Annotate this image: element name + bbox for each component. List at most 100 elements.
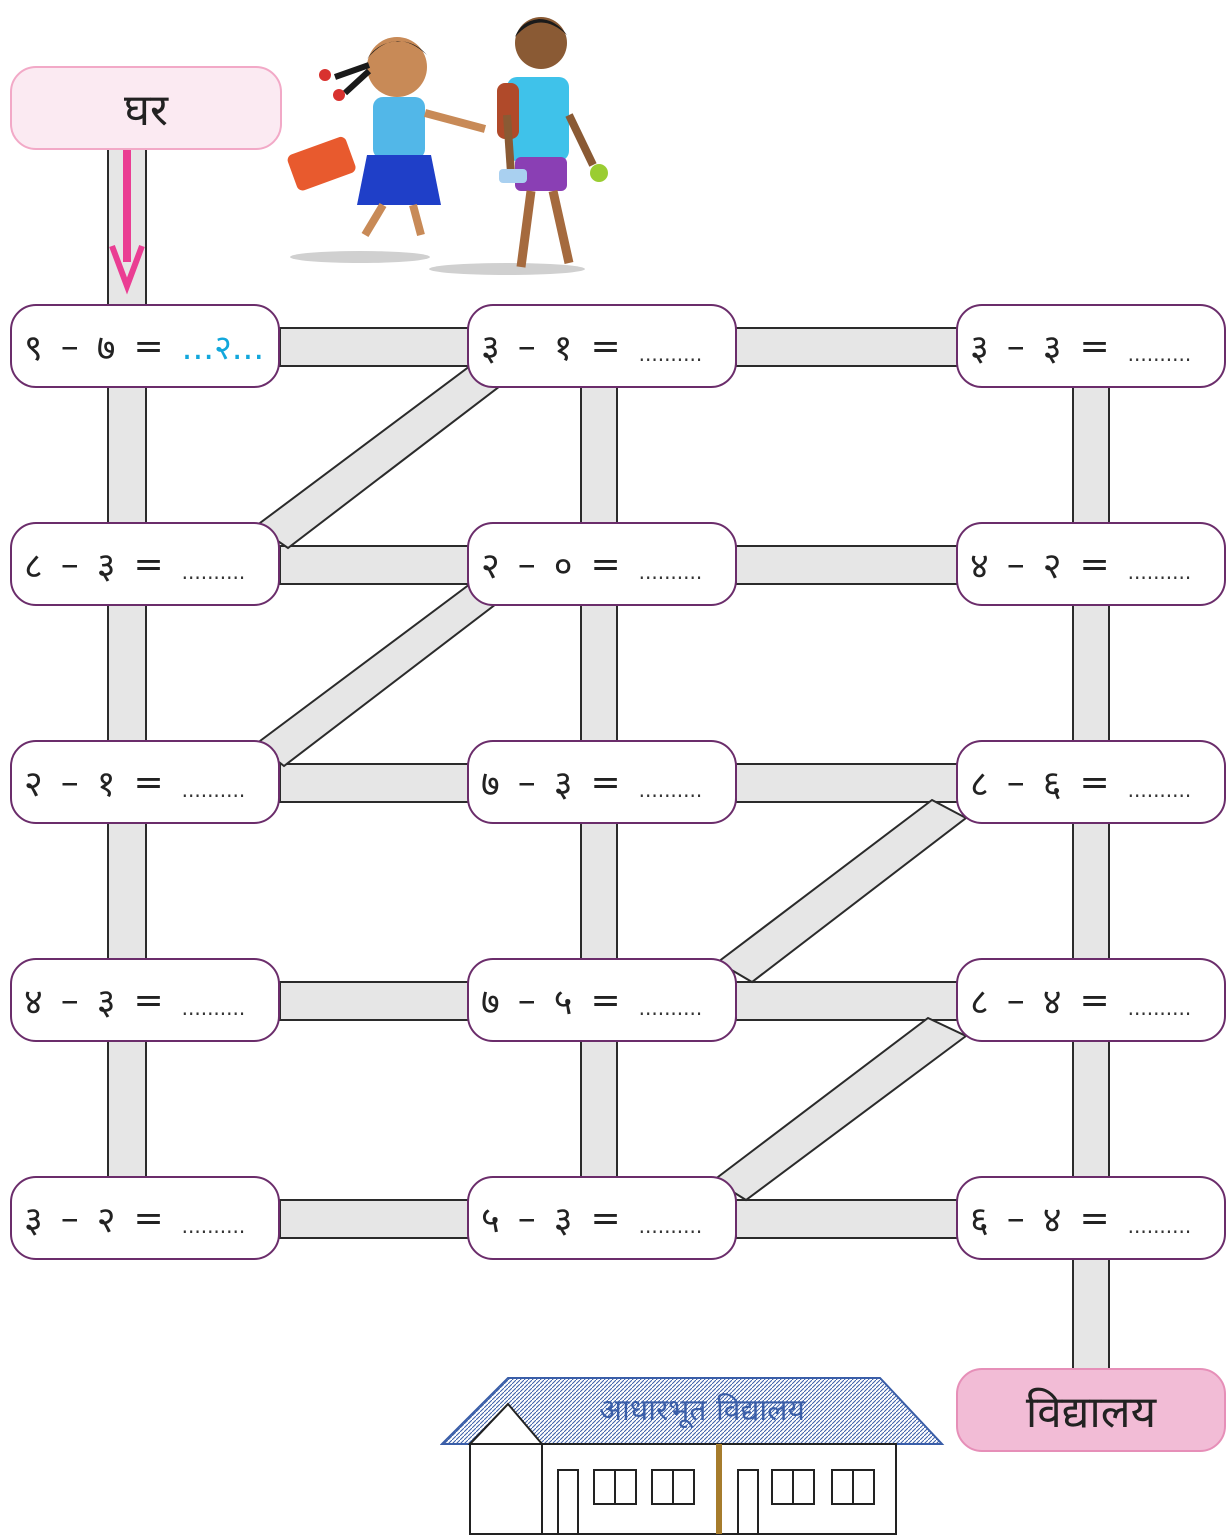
school-label: विद्यालय [956, 1368, 1226, 1452]
problem-box: ६–४=.......... [956, 1176, 1226, 1260]
problem-box: ३–३=.......... [956, 304, 1226, 388]
problem-box: ७–५=.......... [467, 958, 737, 1042]
problem-box: ८–३ =.......... [10, 522, 280, 606]
minus-sign: – [518, 326, 536, 367]
equals-sign: = [1079, 326, 1109, 367]
path-v [1073, 1040, 1109, 1180]
subtrahend: ३ [1043, 322, 1062, 371]
girl-skirt [357, 155, 441, 205]
path-v [1073, 604, 1109, 744]
minuend: २ [481, 540, 500, 589]
answer-blank[interactable]: .......... [1128, 342, 1192, 366]
minus-sign: – [61, 1198, 79, 1239]
problem-box: ८–४ =.......... [956, 958, 1226, 1042]
minus-sign: – [1007, 326, 1025, 367]
path-h [280, 328, 470, 366]
minus-sign: – [1007, 544, 1025, 585]
path-h [736, 546, 958, 584]
problem-box: ४–३=.......... [10, 958, 280, 1042]
subtrahend: १ [554, 322, 573, 371]
path-v [108, 822, 146, 962]
subtrahend: ० [554, 540, 573, 589]
equals-sign: = [133, 1198, 163, 1239]
equals-sign: = [1079, 762, 1109, 803]
answer-blank[interactable]: .......... [639, 560, 703, 584]
path-h [736, 982, 958, 1020]
equals-sign: = [133, 544, 163, 585]
answer-filled: ...२... [182, 323, 265, 369]
answer-blank[interactable]: .......... [182, 778, 246, 802]
path-h [736, 1200, 958, 1238]
path-h [280, 764, 470, 802]
boy-head [515, 17, 567, 69]
subtrahend: ४ [1043, 1194, 1062, 1243]
minus-sign: – [61, 762, 79, 803]
subtrahend: १ [97, 758, 116, 807]
subtrahend: २ [97, 1194, 116, 1243]
path-v [108, 386, 146, 526]
subtrahend: ३ [97, 540, 116, 589]
subtrahend: ६ [1043, 758, 1062, 807]
path-diag [718, 800, 966, 982]
minuend: २ [24, 758, 43, 807]
minuend: ५ [481, 1194, 500, 1243]
answer-blank[interactable]: .......... [639, 342, 703, 366]
path-v [581, 604, 617, 744]
answer-blank[interactable]: .......... [182, 996, 246, 1020]
children-walking-illustration [285, 5, 625, 290]
bag [286, 135, 357, 192]
subtrahend: २ [1043, 540, 1062, 589]
path-h [280, 1200, 470, 1238]
path-v [581, 1040, 617, 1180]
path-diag [714, 1018, 966, 1200]
answer-blank[interactable]: .......... [1128, 1214, 1192, 1238]
minus-sign: – [518, 544, 536, 585]
answer-blank[interactable]: .......... [1128, 560, 1192, 584]
minuend: ८ [970, 976, 989, 1025]
minuend: ९ [24, 322, 43, 371]
equals-sign: = [590, 1198, 620, 1239]
minus-sign: – [61, 326, 79, 367]
minus-sign: – [61, 544, 79, 585]
minuend: ८ [24, 540, 43, 589]
answer-blank[interactable]: .......... [1128, 778, 1192, 802]
equals-sign: = [590, 762, 620, 803]
answer-blank[interactable]: .......... [639, 996, 703, 1020]
minus-sign: – [518, 1198, 536, 1239]
equals-sign: = [133, 762, 163, 803]
minus-sign: – [518, 762, 536, 803]
answer-blank[interactable]: .......... [1128, 996, 1192, 1020]
path-v [108, 1040, 146, 1180]
path-diag [256, 366, 500, 548]
minus-sign: – [1007, 1198, 1025, 1239]
path-v [581, 386, 617, 526]
answer-blank[interactable]: .......... [639, 778, 703, 802]
problem-box: ७–३=.......... [467, 740, 737, 824]
problem-box: ३–२=.......... [10, 1176, 280, 1260]
path-diag [256, 584, 496, 766]
problem-box: ९–७=...२... [10, 304, 280, 388]
minuend: ७ [481, 758, 500, 807]
path-h [280, 982, 470, 1020]
path-v [581, 822, 617, 962]
answer-blank[interactable]: .......... [639, 1214, 703, 1238]
minus-sign: – [1007, 762, 1025, 803]
subtrahend: ३ [97, 976, 116, 1025]
answer-blank[interactable]: .......... [182, 1214, 246, 1238]
path-h [280, 546, 470, 584]
equals-sign: = [590, 980, 620, 1021]
minus-sign: – [61, 980, 79, 1021]
answer-blank[interactable]: .......... [182, 560, 246, 584]
path-v [108, 604, 146, 744]
minuend: ६ [970, 1194, 989, 1243]
equals-sign: = [1079, 980, 1109, 1021]
equals-sign: = [590, 326, 620, 367]
subtrahend: ४ [1043, 976, 1062, 1025]
problem-box: ३–१ =.......... [467, 304, 737, 388]
school-building-illustration: आधारभूत विद्यालय [440, 1376, 946, 1535]
minuend: ८ [970, 758, 989, 807]
minus-sign: – [1007, 980, 1025, 1021]
path-v [1073, 386, 1109, 526]
minuend: ३ [481, 322, 500, 371]
minus-sign: – [518, 980, 536, 1021]
